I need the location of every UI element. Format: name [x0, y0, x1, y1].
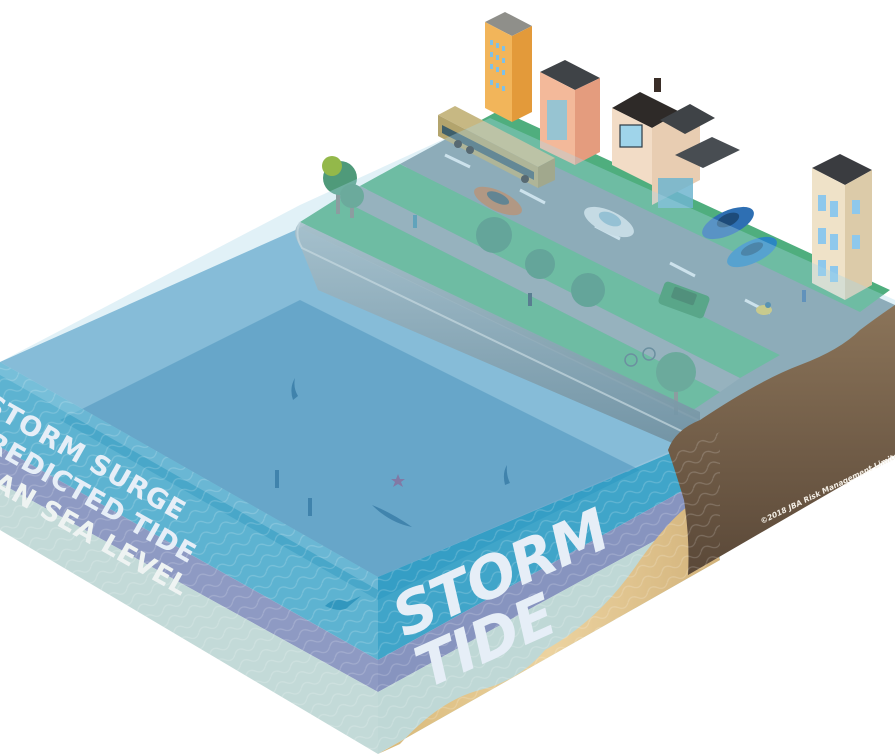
grass-strip-front	[300, 198, 720, 412]
buildings	[485, 12, 872, 300]
car-icon	[658, 281, 710, 319]
building-icon	[612, 78, 740, 208]
right-face	[378, 305, 895, 754]
tree-icon	[656, 352, 696, 415]
building-icon	[485, 12, 532, 122]
building-icon	[540, 60, 600, 165]
pedestrian-icon	[802, 290, 806, 302]
grass-strip-middle	[360, 164, 780, 378]
car-icon	[584, 206, 634, 238]
car-icon	[474, 186, 522, 216]
starfish-icon	[391, 474, 405, 487]
seaweed-icon	[503, 465, 510, 485]
scooter-icon	[756, 302, 772, 315]
pavement	[338, 186, 740, 392]
road	[400, 126, 860, 355]
sea-interior	[0, 228, 720, 577]
vehicles	[438, 106, 777, 319]
building-icon	[812, 154, 872, 300]
tree-icon	[476, 217, 512, 253]
pedestrian-icon	[413, 215, 417, 228]
tree-icon	[322, 156, 364, 218]
seawall-icon	[295, 221, 701, 455]
pedestrian-icon	[528, 293, 532, 306]
people	[413, 215, 806, 367]
left-face	[0, 362, 378, 754]
trees	[322, 156, 696, 415]
tree-icon	[525, 249, 555, 279]
diver-icon	[275, 470, 279, 488]
tree-icon	[571, 273, 605, 307]
seaweed-icon	[291, 378, 298, 400]
sea-floor	[60, 300, 640, 600]
cyclist-icon	[624, 353, 638, 367]
diver-icon	[308, 498, 312, 516]
soil-layer	[668, 305, 895, 575]
bus-icon	[438, 106, 555, 188]
car-icon	[727, 236, 777, 268]
land-surface	[300, 110, 895, 420]
car-icon	[702, 206, 754, 240]
cyclist-icon	[642, 347, 656, 361]
fish-icon	[372, 505, 412, 527]
